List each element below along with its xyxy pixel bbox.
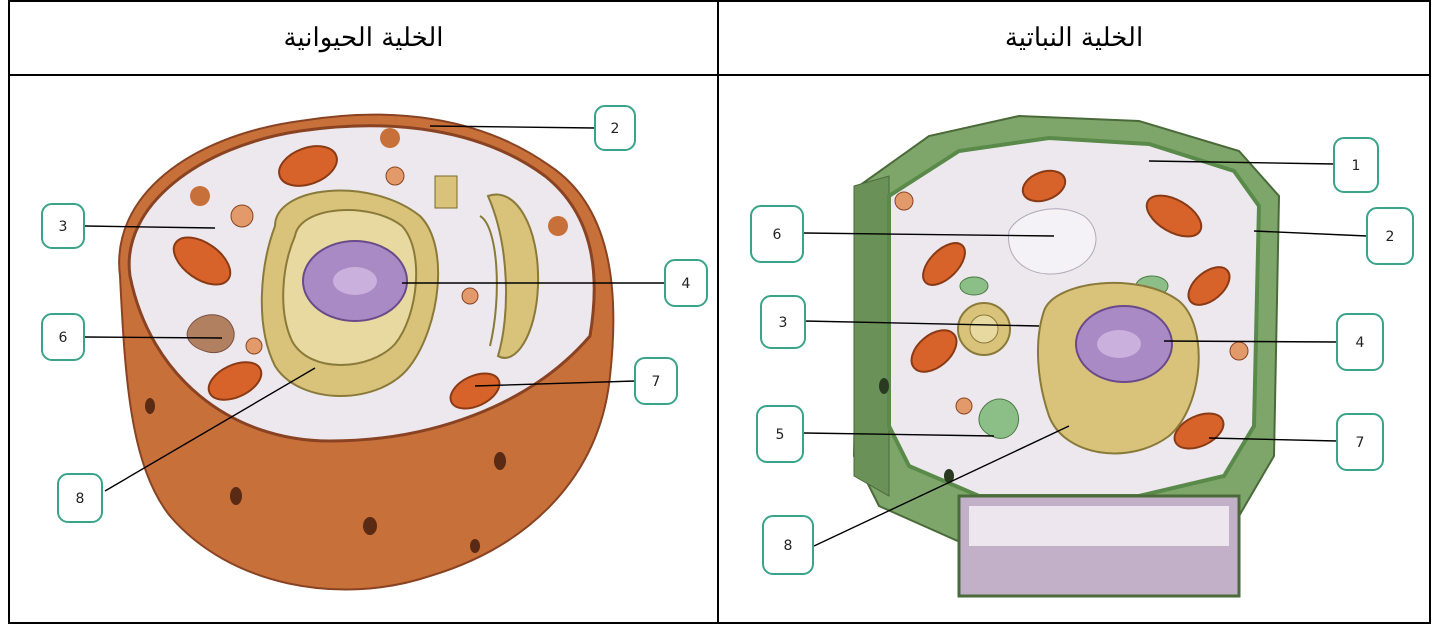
vesicle (1230, 342, 1248, 360)
membrane-pore (230, 487, 242, 505)
svg-text:2: 2 (611, 121, 620, 137)
nucleolus (1097, 330, 1141, 358)
callout-4: 4 (1337, 314, 1383, 370)
callout-7: 7 (1337, 414, 1383, 470)
membrane-pore (470, 539, 480, 553)
membrane-dent (380, 128, 400, 148)
plant-cell-panel: 1 2 3 4 5 6 7 (719, 76, 1429, 622)
svg-text:6: 6 (773, 227, 782, 243)
membrane-pore (363, 517, 377, 535)
cell-wall-slab (854, 176, 889, 496)
golgi-inner (970, 315, 998, 343)
vesicle (895, 192, 913, 210)
animal-cell-diagram: 2 3 4 6 7 8 (10, 76, 717, 622)
svg-text:7: 7 (1356, 435, 1365, 451)
wall-pore (879, 378, 889, 394)
callout-6: 6 (751, 206, 803, 262)
callout-5: 5 (757, 406, 803, 462)
callout-8: 8 (58, 474, 102, 522)
membrane-dent (548, 216, 568, 236)
callout-2: 2 (595, 106, 635, 150)
nucleolus (333, 267, 377, 295)
callout-3: 3 (42, 204, 84, 248)
membrane-pore (145, 398, 155, 414)
plant-cell-heading: الخلية النباتية (719, 2, 1429, 74)
svg-text:1: 1 (1352, 158, 1361, 174)
callout-6: 6 (42, 314, 84, 360)
callout-3: 3 (761, 296, 805, 348)
animal-cell-panel: 2 3 4 6 7 8 (10, 76, 717, 622)
svg-text:4: 4 (1356, 335, 1365, 351)
callout-8: 8 (763, 516, 813, 574)
vesicle (462, 288, 478, 304)
pointer-6 (85, 337, 222, 338)
centriole (435, 176, 457, 208)
svg-text:6: 6 (59, 330, 68, 346)
chloroplast (960, 277, 988, 295)
membrane-dent (190, 186, 210, 206)
svg-text:8: 8 (76, 491, 85, 507)
callout-1: 1 (1334, 138, 1378, 192)
vesicle (231, 205, 253, 227)
svg-text:3: 3 (59, 219, 68, 235)
callout-7: 7 (635, 358, 677, 404)
callout-4: 4 (665, 260, 707, 306)
vesicle (956, 398, 972, 414)
vacuole (1009, 209, 1096, 274)
svg-text:2: 2 (1386, 229, 1395, 245)
svg-text:3: 3 (779, 315, 788, 331)
comparison-table: الخلية الحيوانية الخلية النباتية (8, 0, 1431, 624)
svg-text:7: 7 (652, 374, 661, 390)
animal-cell-heading: الخلية الحيوانية (10, 2, 717, 74)
chloroplast (979, 399, 1019, 438)
svg-text:5: 5 (776, 427, 785, 443)
section-highlight (969, 506, 1229, 546)
plant-cell-diagram: 1 2 3 4 5 6 7 (719, 76, 1429, 622)
membrane-pore (494, 452, 506, 470)
vesicle (246, 338, 262, 354)
callout-2: 2 (1367, 208, 1413, 264)
svg-text:4: 4 (682, 276, 691, 292)
svg-text:8: 8 (784, 538, 793, 554)
vesicle (386, 167, 404, 185)
